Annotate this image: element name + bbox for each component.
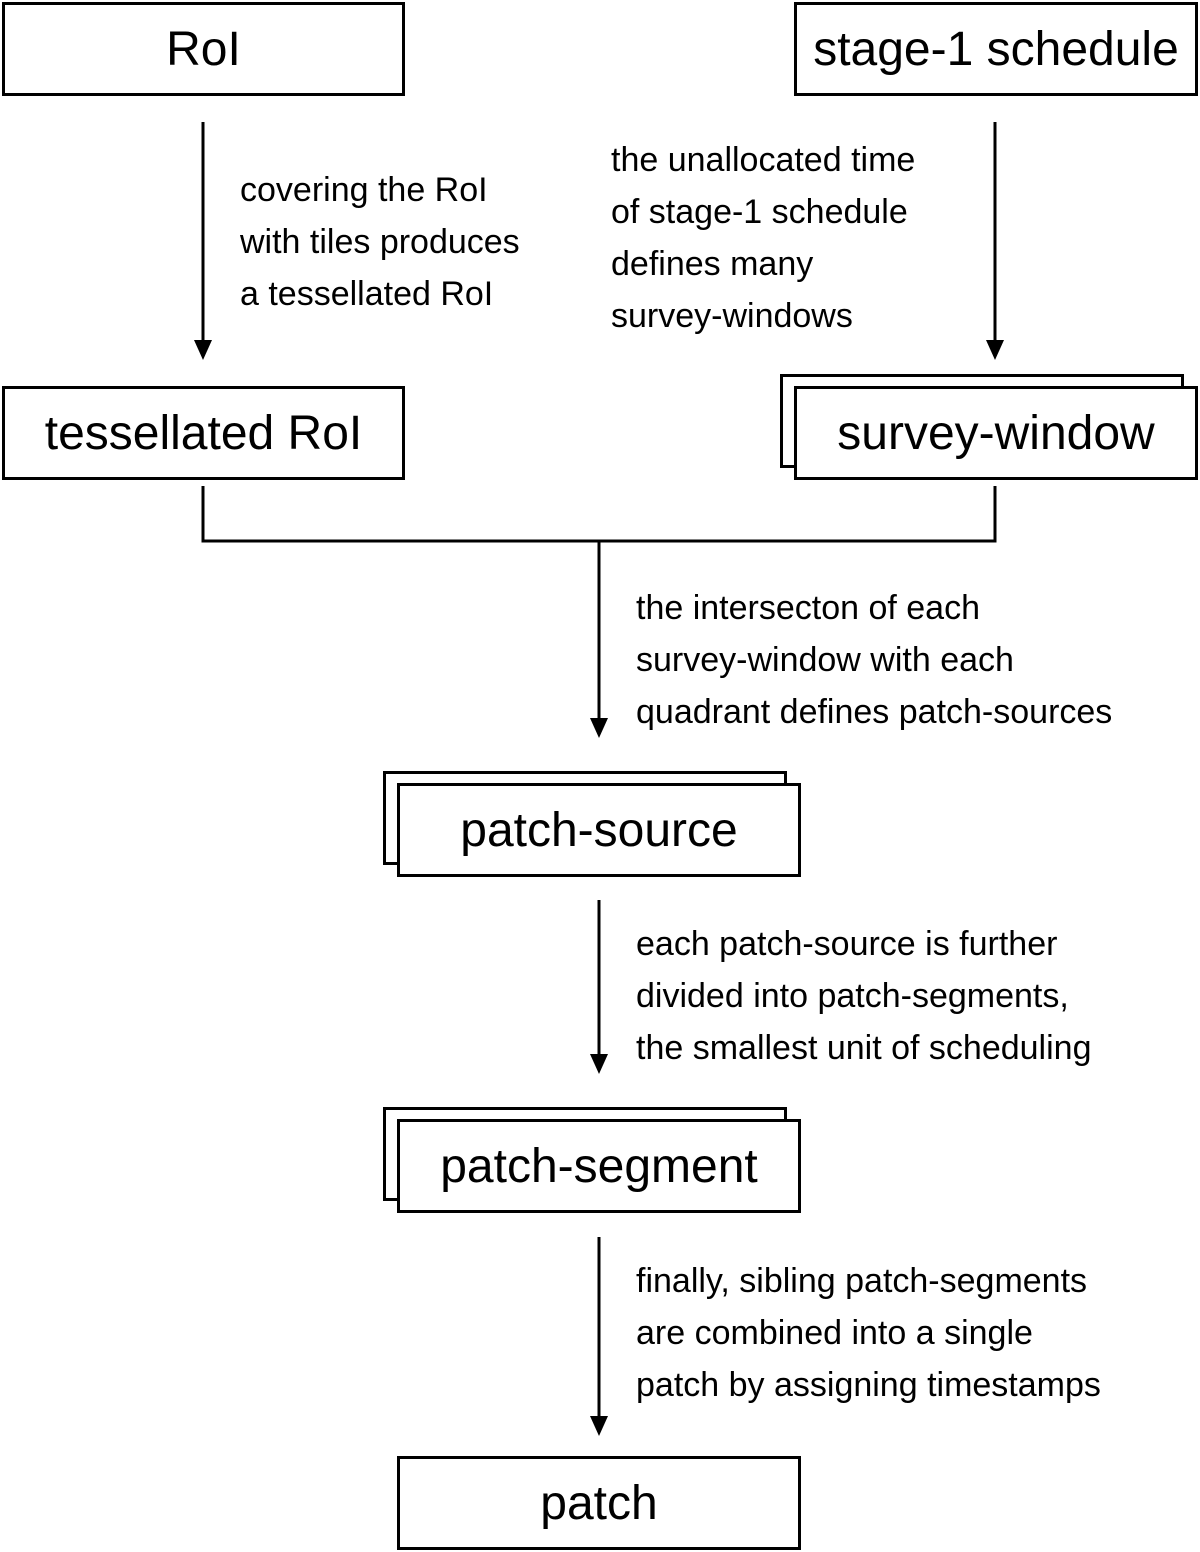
note-stage1-to-survey: the unallocated time of stage-1 schedule…	[611, 134, 915, 342]
note-line: the smallest unit of scheduling	[636, 1029, 1092, 1067]
merge-connector	[201, 486, 997, 543]
note-line: survey-windows	[611, 297, 853, 335]
note-line: of stage-1 schedule	[611, 193, 908, 231]
note-line: quadrant defines patch-sources	[636, 693, 1113, 731]
stage1-schedule-node: stage-1 schedule	[794, 2, 1198, 96]
note-roi-to-tessellated: covering the RoI with tiles produces a t…	[240, 164, 520, 320]
note-line: each patch-source is further	[636, 925, 1058, 963]
note-line: survey-window with each	[636, 641, 1014, 679]
note-line: a tessellated RoI	[240, 275, 494, 313]
note-line: finally, sibling patch-segments	[636, 1262, 1088, 1300]
note-to-patch: finally, sibling patch-segments are comb…	[636, 1255, 1101, 1411]
patch-segment-node: patch-segment	[397, 1119, 801, 1213]
note-line: the unallocated time	[611, 141, 916, 179]
note-line: defines many	[611, 245, 814, 283]
note-to-patch-segment: each patch-source is further divided int…	[636, 918, 1091, 1074]
note-line: covering the RoI	[240, 171, 488, 209]
note-line: divided into patch-segments,	[636, 977, 1069, 1015]
note-line: patch by assigning timestamps	[636, 1366, 1101, 1404]
patch-node: patch	[397, 1456, 801, 1550]
tessellated-roi-node: tessellated RoI	[2, 386, 405, 480]
roi-node: RoI	[2, 2, 405, 96]
note-line: with tiles produces	[240, 223, 520, 261]
note-to-patch-source: the intersecton of each survey-window wi…	[636, 582, 1112, 738]
note-line: are combined into a single	[636, 1314, 1033, 1352]
patch-source-node: patch-source	[397, 783, 801, 877]
note-line: the intersecton of each	[636, 589, 981, 627]
survey-window-node: survey-window	[794, 386, 1198, 480]
